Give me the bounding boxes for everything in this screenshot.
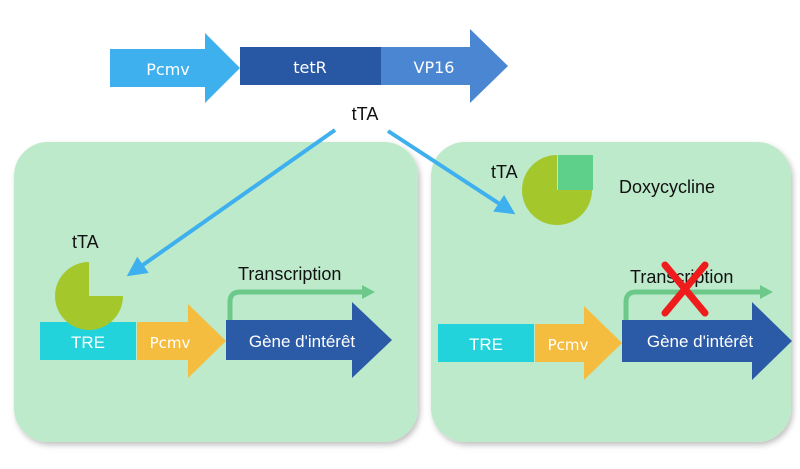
right-panel-background bbox=[431, 142, 791, 442]
left-transcription-arrowhead bbox=[362, 285, 375, 299]
right-gene-arrow bbox=[622, 302, 792, 380]
right-tta-label: tTA bbox=[491, 162, 518, 182]
top-pcmv-label: Pcmv bbox=[146, 60, 190, 79]
left-tre-label: TRE bbox=[71, 333, 105, 352]
right-pcmv-label: Pcmv bbox=[548, 336, 589, 354]
left-transcription-arrow bbox=[227, 289, 363, 320]
left-pcmv-arrow bbox=[137, 304, 226, 378]
left-gene-arrow bbox=[226, 302, 392, 378]
right-transcription-label: Transcription bbox=[630, 267, 733, 287]
top-pcmv-arrow bbox=[110, 33, 240, 103]
left-panel-background bbox=[14, 142, 418, 442]
left-panel: tTA Transcription TRE Pcmv Gène d'intérê… bbox=[40, 232, 392, 378]
tetr-block bbox=[240, 47, 381, 85]
right-gene-label: Gène d'intérêt bbox=[647, 332, 754, 351]
doxycycline-square bbox=[558, 155, 593, 190]
blocked-cross-icon bbox=[661, 261, 709, 317]
vp16-label: VP16 bbox=[414, 58, 455, 77]
left-pcmv-label: Pcmv bbox=[150, 334, 191, 352]
doxycycline-label: Doxycycline bbox=[619, 177, 715, 197]
right-transcription-arrowhead bbox=[760, 285, 773, 299]
top-construct: Pcmv tetR VP16 tTA bbox=[110, 29, 508, 124]
right-tta-shape bbox=[522, 155, 592, 225]
right-transcription-arrow bbox=[623, 289, 761, 320]
left-tta-shape bbox=[55, 262, 123, 330]
vp16-arrow bbox=[381, 29, 508, 103]
left-gene-label: Gène d'intérêt bbox=[249, 332, 356, 351]
right-tre-block bbox=[438, 324, 534, 362]
binding-arrow-right bbox=[386, 129, 516, 215]
right-pcmv-arrow bbox=[535, 306, 622, 380]
tta-product-label: tTA bbox=[352, 104, 379, 124]
tetr-label: tetR bbox=[293, 58, 327, 77]
right-panel: tTA Doxycycline Transcription TRE Pcmv G… bbox=[438, 155, 792, 380]
binding-arrow-left bbox=[126, 128, 337, 277]
right-tre-label: TRE bbox=[469, 335, 503, 354]
left-transcription-label: Transcription bbox=[238, 264, 341, 284]
left-tta-label: tTA bbox=[72, 232, 99, 252]
